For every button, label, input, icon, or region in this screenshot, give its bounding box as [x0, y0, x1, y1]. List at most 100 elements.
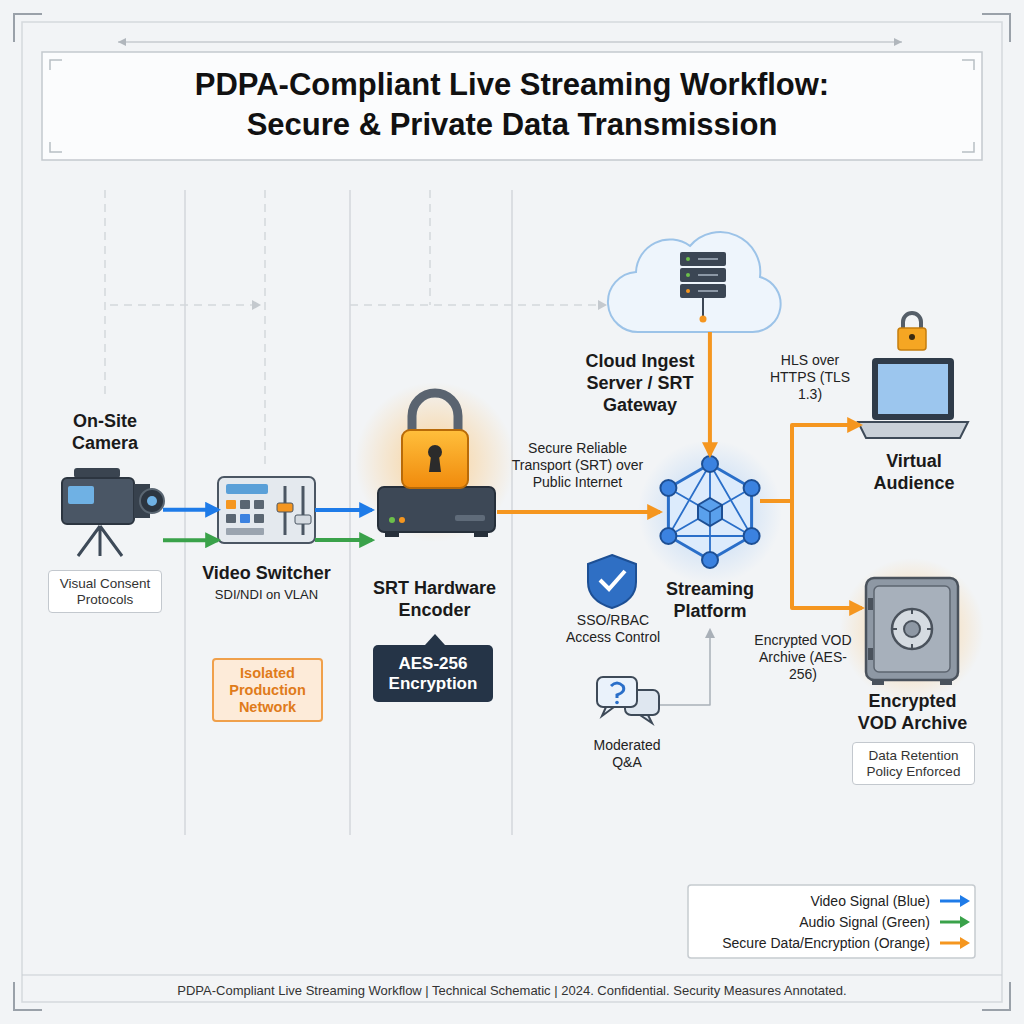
laptop-icon — [898, 328, 926, 350]
camera-icon — [147, 496, 157, 506]
video-switcher-icon — [218, 477, 315, 543]
laptop-icon — [878, 364, 948, 414]
legend-arrow — [940, 921, 961, 924]
video-switcher-icon — [226, 500, 236, 509]
cloud-node: Cloud Ingest Server / SRT Gateway — [612, 222, 782, 332]
platform-icon — [744, 528, 760, 544]
signal-connector — [497, 510, 660, 514]
safe-icon — [840, 558, 984, 702]
cloud-icon — [698, 259, 718, 291]
guide-lines — [104, 190, 106, 400]
video-switcher-icon — [240, 500, 250, 509]
encoder-node: SRT Hardware Encoder — [372, 400, 497, 560]
diagram-title: PDPA-Compliant Live Streaming Workflow: … — [152, 65, 872, 145]
connector-label: Secure Reliable Transport (SRT) over Pub… — [505, 440, 650, 491]
video-switcher-icon — [302, 486, 305, 535]
qa-node: Moderated Q&A — [595, 675, 660, 725]
encoder-icon — [474, 532, 488, 537]
node-label: Virtual Audience — [849, 450, 979, 494]
video-switcher-icon — [226, 514, 236, 523]
platform-icon — [660, 480, 676, 496]
signal-connector — [760, 501, 862, 608]
legend-arrow — [960, 916, 970, 928]
title-frame — [42, 52, 982, 160]
cloud-icon — [702, 298, 704, 316]
platform-node: Streaming Platform — [660, 455, 760, 630]
laptop-icon — [872, 358, 954, 420]
safe-icon — [872, 680, 884, 685]
platform-icon — [668, 464, 751, 560]
guide-lines — [429, 190, 431, 305]
encoder-icon — [389, 517, 395, 523]
encoder-icon — [355, 382, 515, 542]
qa-icon — [615, 701, 619, 705]
video-switcher-icon — [277, 503, 293, 512]
video-switcher-icon — [240, 514, 250, 523]
legend-arrow — [940, 915, 970, 929]
camera-icon — [68, 486, 94, 504]
node-label: Cloud Ingest Server / SRT Gateway — [575, 350, 705, 416]
legend-arrow — [940, 936, 970, 950]
safe-icon — [874, 586, 950, 672]
safe-icon — [892, 609, 932, 649]
platform-icon — [698, 505, 722, 526]
node-label: On-Site Camera — [55, 410, 155, 454]
legend-arrow — [960, 895, 970, 907]
laptop-icon — [858, 313, 968, 438]
signal-connector — [315, 508, 372, 512]
legend-arrow — [940, 900, 961, 903]
encoder-icon — [399, 517, 405, 523]
video-switcher-icon — [295, 515, 311, 524]
platform-icon — [702, 456, 718, 472]
video-switcher-icon — [254, 514, 264, 523]
node-label: Streaming Platform — [645, 578, 775, 622]
title-frame — [118, 41, 902, 42]
cloud-icon — [686, 273, 690, 277]
node-sublabel: SDI/NDI on VLAN — [194, 587, 339, 603]
page-frame — [22, 975, 1002, 976]
title-frame — [50, 60, 974, 152]
legend: Video Signal (Blue)Audio Signal (Green)S… — [688, 885, 975, 958]
shield-icon — [600, 571, 625, 589]
page-frame — [22, 22, 1002, 1002]
shield-icon — [588, 555, 636, 608]
guide-lines — [110, 304, 252, 306]
platform-icon — [660, 528, 676, 544]
diagram-caption: PDPA-Compliant Live Streaming Workflow |… — [22, 983, 1002, 999]
video-switcher-icon — [226, 528, 264, 535]
encoder-icon — [412, 393, 458, 434]
note-box: Data Retention Policy Enforced — [852, 742, 975, 785]
camera-icon — [78, 526, 122, 556]
legend-text: Secure Data/Encryption (Orange) — [688, 934, 930, 952]
safe-icon — [940, 680, 952, 685]
node-label: AES-256 Encryption — [377, 654, 489, 694]
node-label: SRT Hardware Encoder — [357, 577, 512, 621]
qa-icon — [597, 677, 659, 723]
qa-icon — [640, 715, 652, 723]
title-frame — [118, 38, 902, 46]
platform-icon — [702, 552, 718, 568]
signal-connector — [708, 332, 712, 455]
qa-icon — [611, 683, 624, 698]
cloud-icon — [686, 257, 690, 261]
cloud-icon — [608, 232, 781, 332]
camera-icon — [74, 468, 120, 478]
encoder-icon — [355, 382, 515, 645]
signal-connector — [760, 425, 860, 501]
camera-icon — [140, 489, 164, 513]
camera-node: On-Site Camera — [55, 468, 163, 555]
node-label: Moderated Q&A — [577, 737, 677, 771]
legend-frame — [688, 885, 975, 958]
qa-icon — [602, 707, 614, 716]
node-label: Encrypted VOD Archive — [850, 690, 975, 734]
legend-arrow — [960, 937, 970, 949]
node-label: Video Switcher — [194, 562, 339, 584]
legend-text: Video Signal (Blue) — [688, 892, 930, 910]
encoder-icon — [385, 532, 399, 537]
signal-connector — [660, 630, 710, 705]
switcher-node: Video SwitcherSDI/NDI on VLAN — [218, 475, 315, 545]
